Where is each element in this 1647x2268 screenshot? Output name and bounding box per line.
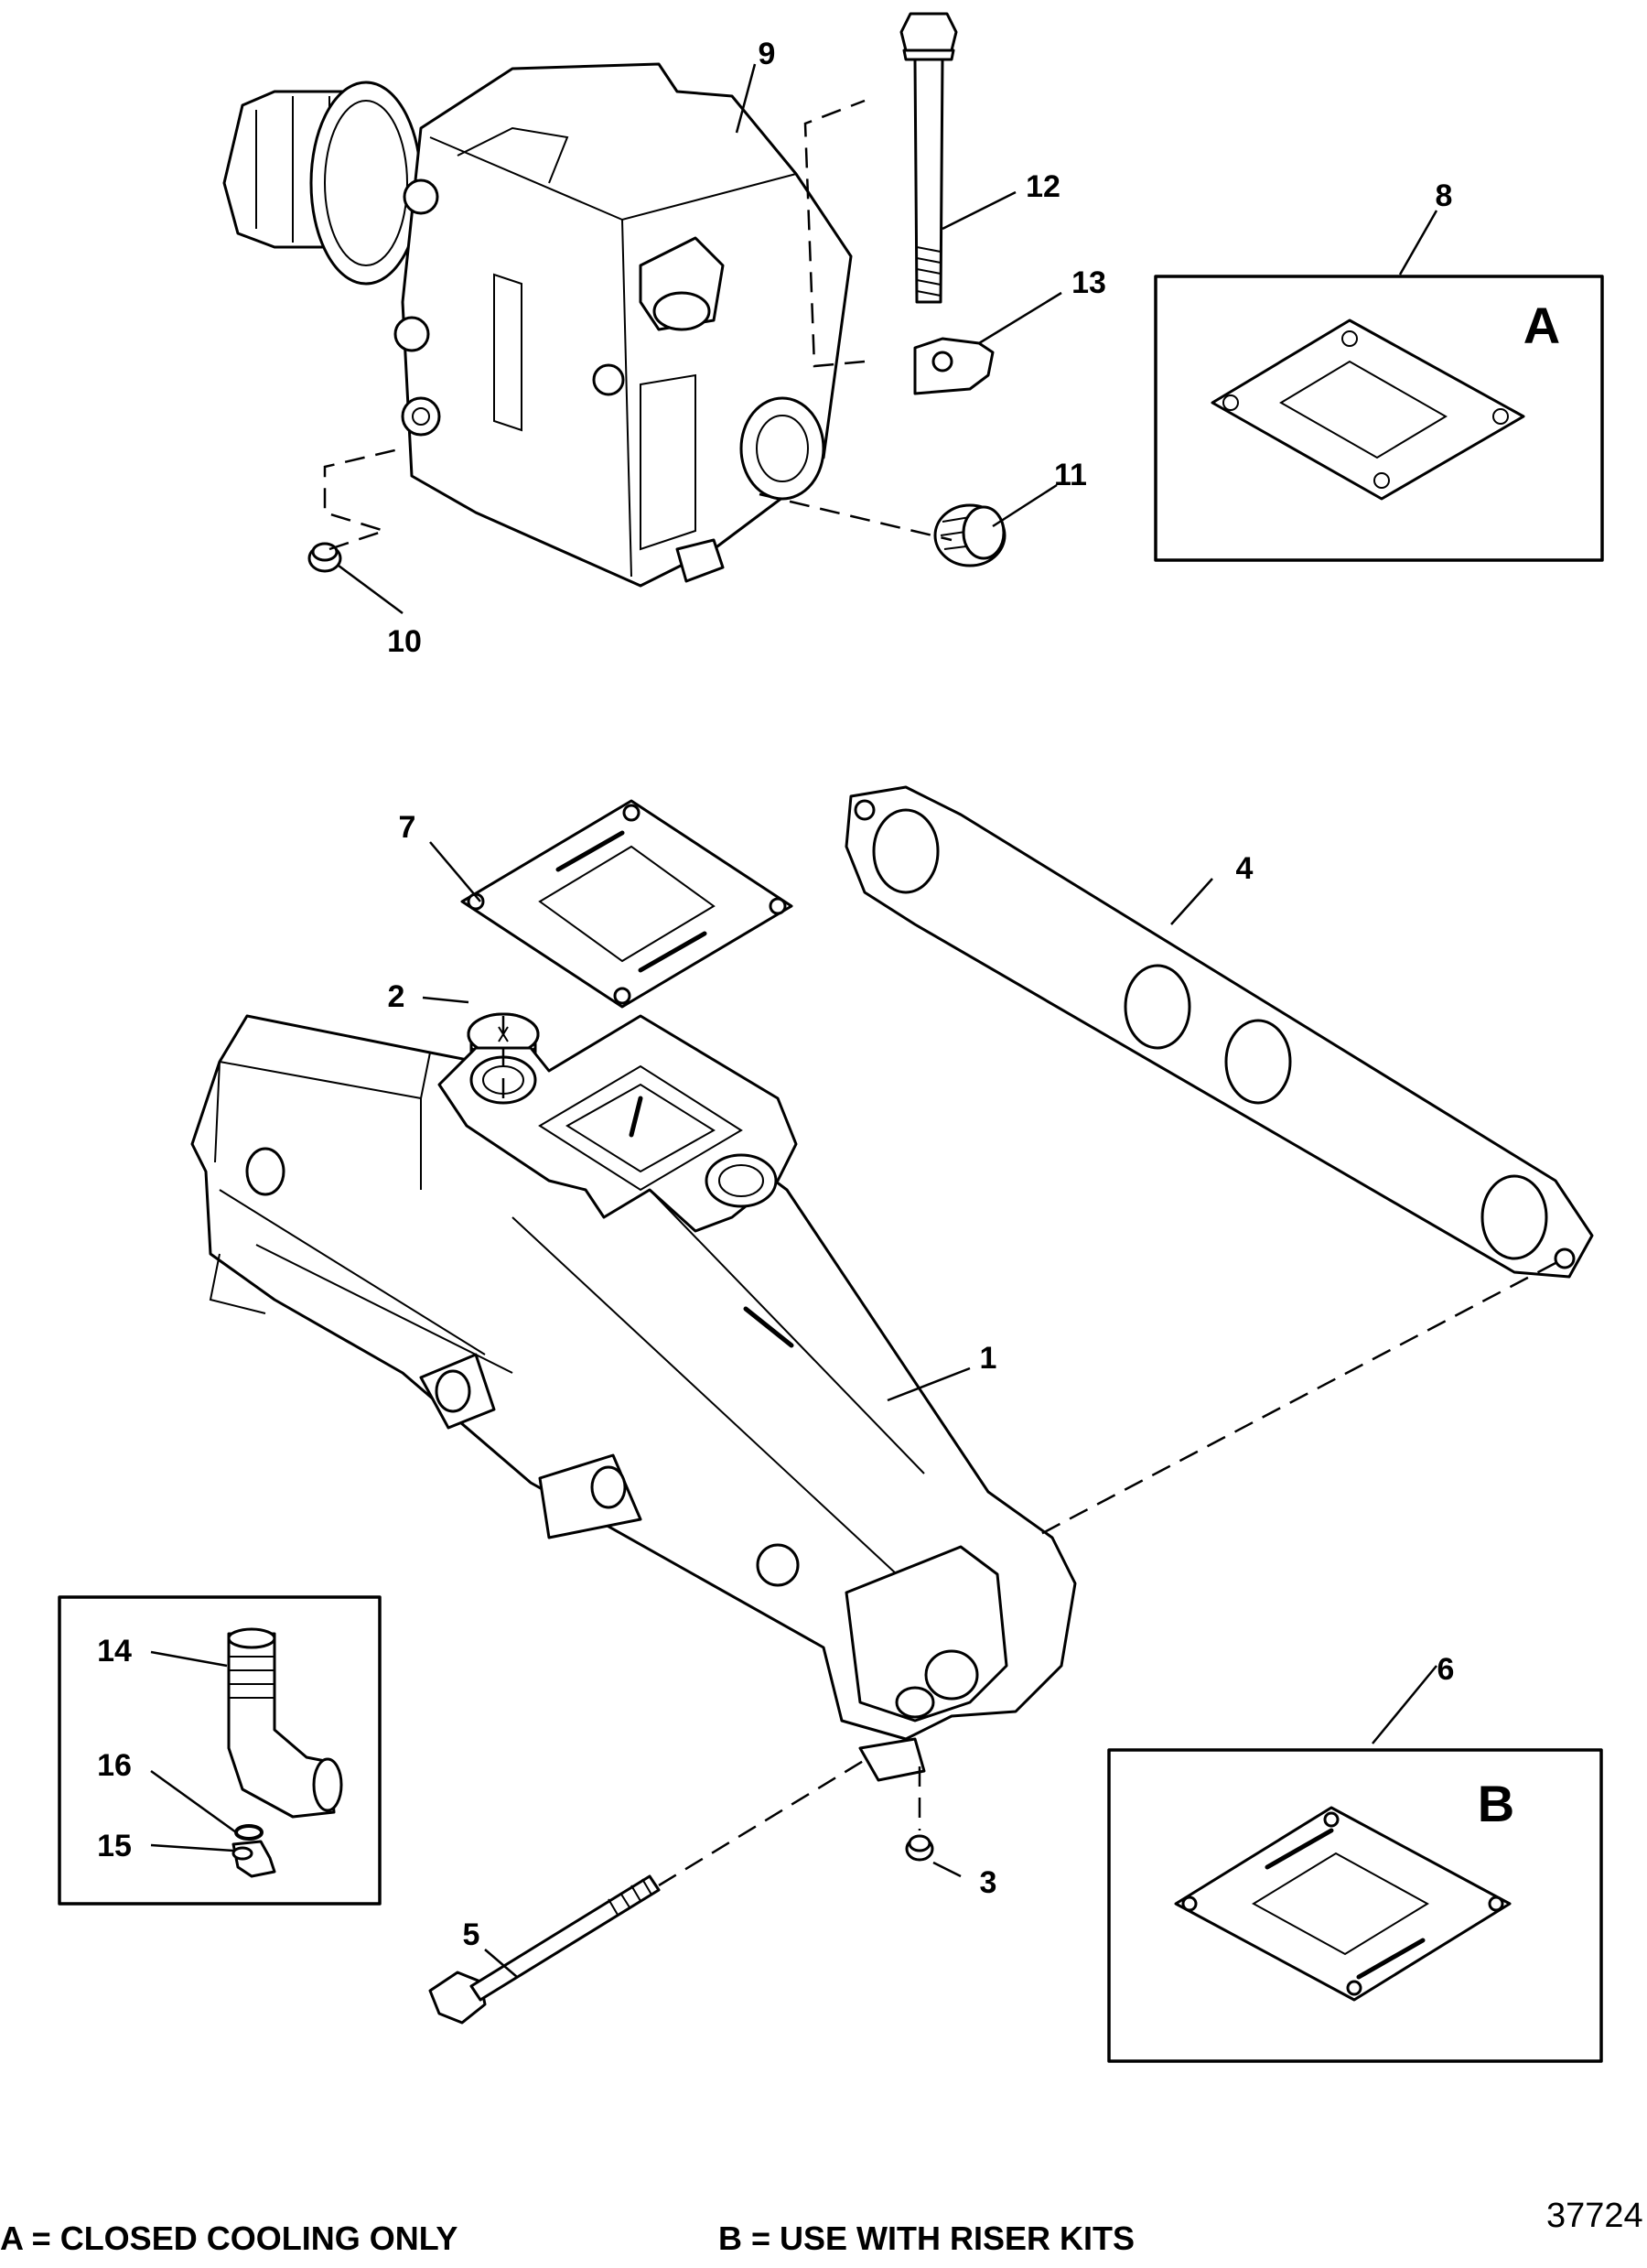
callout-12: 12 bbox=[1026, 169, 1060, 204]
part-9-exhaust-elbow bbox=[222, 62, 853, 588]
callout-3: 3 bbox=[980, 1865, 997, 1900]
callout-11: 11 bbox=[1054, 458, 1087, 492]
callout-2: 2 bbox=[388, 979, 405, 1014]
callout-15: 15 bbox=[97, 1829, 132, 1863]
leader-lines bbox=[150, 63, 1438, 1978]
callout-7: 7 bbox=[399, 810, 416, 845]
box-a-letter: A bbox=[1523, 297, 1560, 354]
callout-4: 4 bbox=[1236, 851, 1254, 886]
part-11-plug bbox=[933, 503, 1006, 567]
alignment-lines bbox=[323, 99, 1556, 1887]
note-closed-cooling: A = CLOSED COOLING ONLY bbox=[0, 2219, 458, 2257]
part-4-manifold-gasket bbox=[845, 785, 1594, 1279]
callout-5: 5 bbox=[463, 1917, 480, 1952]
callout-16: 16 bbox=[97, 1748, 132, 1783]
box-a-gasket bbox=[1154, 275, 1604, 562]
part-3-plug bbox=[905, 1834, 934, 1862]
callout-13: 13 bbox=[1071, 265, 1106, 300]
callout-10: 10 bbox=[387, 624, 422, 659]
box-b-gasket bbox=[1107, 1748, 1603, 2063]
callouts: 9 12 13 8 11 10 7 4 2 1 6 3 5 14 16 15 A… bbox=[97, 37, 1560, 1952]
callout-6: 6 bbox=[1437, 1652, 1455, 1687]
part-1-exhaust-manifold bbox=[190, 1014, 1077, 1782]
callout-14: 14 bbox=[97, 1634, 132, 1669]
note-riser-kits: B = USE WITH RISER KITS bbox=[718, 2219, 1136, 2257]
box-b-letter: B bbox=[1478, 1775, 1514, 1832]
part-7-gasket bbox=[460, 799, 793, 1009]
callout-9: 9 bbox=[759, 37, 776, 71]
figure-id: 37724 bbox=[1546, 2197, 1643, 2235]
callout-1: 1 bbox=[980, 1341, 997, 1376]
part-13-clamp bbox=[913, 337, 995, 395]
part-5-bolt bbox=[428, 1874, 661, 2025]
part-12-bolt bbox=[899, 12, 958, 304]
box-fittings bbox=[58, 1595, 382, 1906]
callout-8: 8 bbox=[1436, 178, 1453, 213]
